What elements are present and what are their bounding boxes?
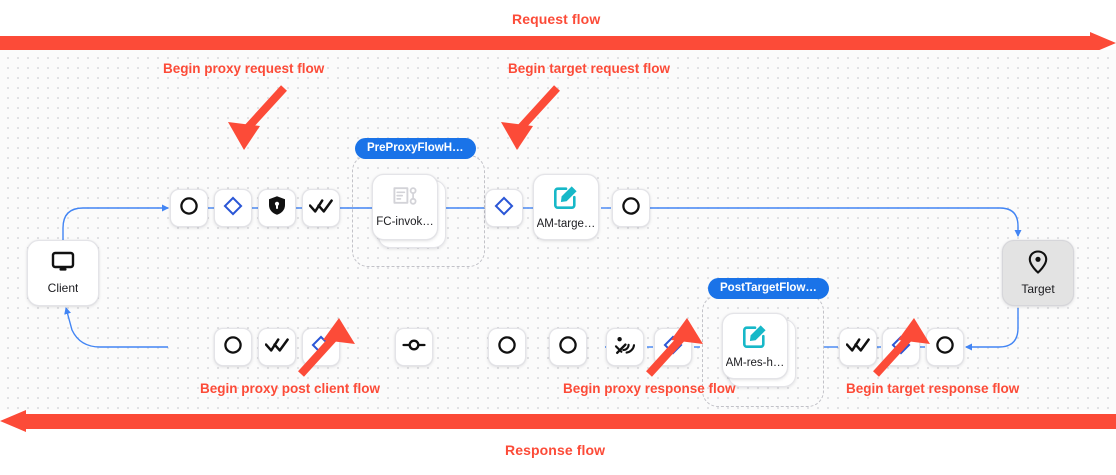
request-flow-label: Request flow	[512, 11, 601, 27]
node-fc-invoke-label: FC-invok…	[376, 215, 434, 228]
annotation-arrow-5	[873, 318, 930, 377]
edit-square-icon	[742, 323, 768, 354]
node-p6[interactable]	[549, 328, 587, 366]
node-r3[interactable]	[258, 189, 296, 227]
diamond-icon	[223, 196, 243, 221]
node-p2[interactable]	[258, 328, 296, 366]
annotation-begin-proxy-request-flow: Begin proxy request flow	[163, 61, 325, 76]
node-r2[interactable]	[214, 189, 252, 227]
antenna-icon	[614, 334, 636, 361]
node-r4[interactable]	[302, 189, 340, 227]
circle-icon	[497, 335, 517, 360]
request-flow-arrow-head	[1090, 32, 1116, 54]
node-p7[interactable]	[606, 328, 644, 366]
node-p1[interactable]	[214, 328, 252, 366]
annotation-arrow-3	[298, 318, 355, 377]
target-label: Target	[1021, 283, 1055, 296]
annotation-begin-target-response-flow: Begin target response flow	[846, 381, 1020, 396]
circle-icon	[223, 335, 243, 360]
double-check-icon	[845, 337, 870, 358]
circle-icon	[621, 196, 641, 221]
response-flow-arrow-shaft	[26, 414, 1116, 429]
shield-lock-icon	[267, 195, 287, 221]
map-pin-icon	[1027, 250, 1049, 279]
edit-square-icon	[553, 184, 579, 215]
annotation-arrow-1	[228, 85, 287, 150]
node-r7[interactable]	[612, 189, 650, 227]
double-check-icon	[264, 337, 289, 358]
double-check-icon	[308, 198, 333, 219]
node-am-target[interactable]: AM-targe…	[533, 174, 599, 240]
node-p11[interactable]	[926, 328, 964, 366]
node-am-target-label: AM-targe…	[536, 217, 596, 230]
diamond-icon	[494, 196, 514, 221]
flow-group-preproxy-chip[interactable]: PreProxyFlowH…	[355, 138, 476, 160]
annotation-begin-proxy-post-client-flow: Begin proxy post client flow	[200, 381, 381, 396]
script-flow-icon	[392, 186, 418, 213]
response-flow-arrow-bar	[0, 410, 1116, 432]
flow-group-posttarget-chip[interactable]: PostTargetFlow…	[708, 278, 829, 300]
annotation-arrow-4	[646, 318, 703, 377]
node-p4[interactable]	[395, 328, 433, 366]
client-node[interactable]: Client	[27, 240, 99, 306]
node-p5[interactable]	[488, 328, 526, 366]
annotation-begin-target-request-flow: Begin target request flow	[508, 61, 671, 76]
response-flow-arrow-head	[0, 410, 26, 432]
target-node[interactable]: Target	[1002, 240, 1074, 306]
circle-icon	[179, 196, 199, 221]
node-r5[interactable]	[485, 189, 523, 227]
circle-icon	[935, 335, 955, 360]
node-r1[interactable]	[170, 189, 208, 227]
response-flow-label: Response flow	[505, 442, 606, 458]
diagram-canvas[interactable]: Client Target	[0, 50, 1116, 410]
node-p9[interactable]	[839, 328, 877, 366]
annotation-arrow-2	[501, 85, 560, 150]
node-connector-icon	[402, 337, 426, 358]
request-flow-arrow-bar	[0, 32, 1116, 54]
node-am-response-label: AM-res-h…	[725, 356, 785, 369]
client-label: Client	[47, 282, 79, 295]
node-fc-invoke[interactable]: FC-invok…	[372, 174, 438, 240]
annotation-begin-proxy-response-flow: Begin proxy response flow	[563, 381, 736, 396]
request-flow-arrow-shaft	[0, 36, 1090, 51]
circle-icon	[558, 335, 578, 360]
node-am-response[interactable]: AM-res-h…	[722, 313, 788, 379]
monitor-icon	[51, 251, 75, 278]
